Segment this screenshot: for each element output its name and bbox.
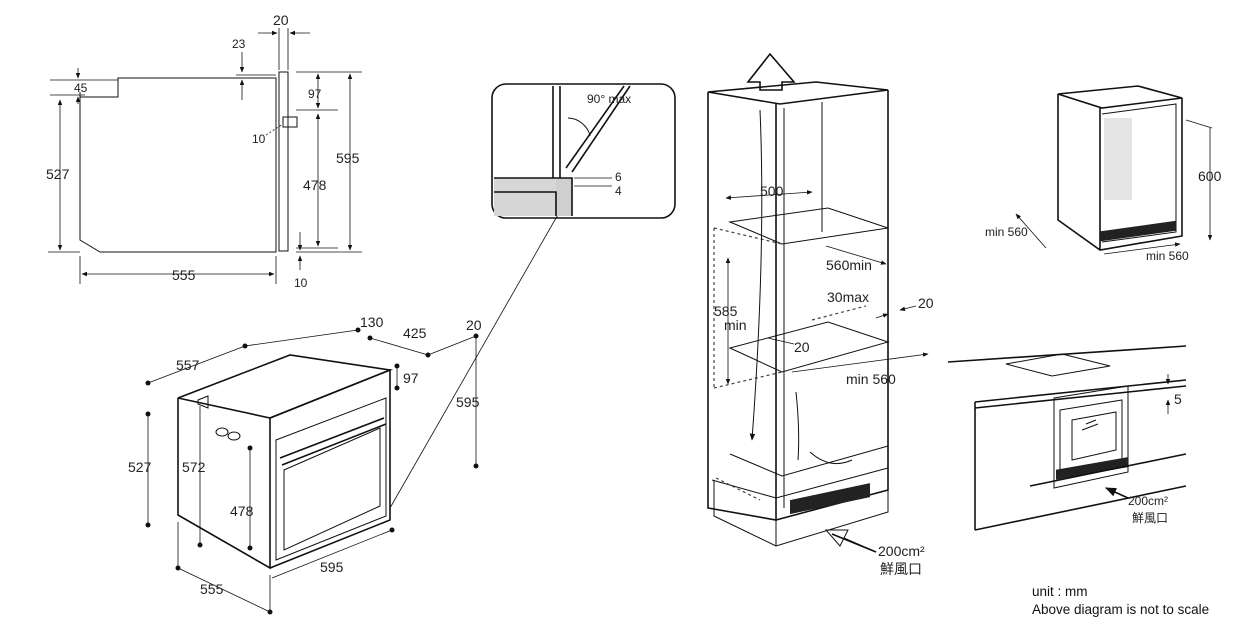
oven-side-outline bbox=[79, 77, 277, 253]
dim-min560-a: min 560 bbox=[985, 225, 1028, 239]
base-cabinet: 600 min 560 min 560 bbox=[985, 85, 1222, 263]
oven-window bbox=[283, 427, 381, 551]
hob-top bbox=[1005, 353, 1111, 377]
dim-500: 500 bbox=[760, 183, 784, 199]
dim-585: 585 bbox=[714, 303, 738, 319]
dim-478-side: 478 bbox=[303, 177, 327, 193]
dim-30max: 30max bbox=[827, 289, 869, 305]
detail-dim-4: 4 bbox=[615, 184, 622, 198]
dim-595-side: 595 bbox=[336, 150, 360, 166]
vent-slot-base bbox=[1100, 220, 1176, 242]
dim-585-min: min bbox=[724, 317, 747, 333]
dim-20-top: 20 bbox=[273, 12, 289, 28]
vent-slot-hob bbox=[1056, 457, 1128, 480]
dim-min560-b: min 560 bbox=[1146, 249, 1189, 263]
dim-97-side: 97 bbox=[308, 87, 322, 101]
dim-527-side: 527 bbox=[46, 166, 70, 182]
dim-555-side: 555 bbox=[172, 267, 196, 283]
footnote: unit : mm Above diagram is not to scale bbox=[1032, 583, 1209, 619]
cabinet-left bbox=[707, 92, 777, 521]
dim-20-bottom: 20 bbox=[794, 339, 810, 355]
door-handle-profile bbox=[282, 116, 298, 128]
dim-20-iso: 20 bbox=[466, 317, 482, 333]
dim-23: 23 bbox=[232, 37, 246, 51]
dim-600: 600 bbox=[1198, 168, 1222, 184]
detail-frame bbox=[491, 83, 676, 219]
side-view: 20 23 45 527 97 10 478 595 5 bbox=[46, 12, 362, 290]
dim-130: 130 bbox=[360, 314, 384, 330]
air-out-arrow bbox=[746, 52, 796, 91]
door-handle[interactable] bbox=[279, 417, 387, 466]
dim-97-iso: 97 bbox=[403, 370, 419, 386]
door-detail-callout: 90° max 6 4 bbox=[491, 83, 676, 219]
dim-527-iso: 527 bbox=[128, 459, 152, 475]
knob-right[interactable] bbox=[227, 431, 241, 441]
oven-body-side bbox=[177, 397, 271, 570]
dim-595-iso-height: 595 bbox=[456, 394, 480, 410]
vent-arrow-hob bbox=[1104, 487, 1129, 499]
dim-478-iso: 478 bbox=[230, 503, 254, 519]
dim-595-iso-width: 595 bbox=[320, 559, 344, 575]
dim-572: 572 bbox=[182, 459, 206, 475]
dim-45: 45 bbox=[74, 81, 88, 95]
detail-dim-6: 6 bbox=[615, 170, 622, 184]
oven-door bbox=[275, 397, 387, 561]
vent-slot-cabinet bbox=[790, 483, 870, 515]
isometric-oven: 557 130 425 20 97 595 527 572 478 bbox=[128, 211, 561, 615]
vent-area-cabinet: 200cm² bbox=[878, 543, 925, 559]
oven-front-panel bbox=[278, 71, 289, 252]
oven-front-face bbox=[269, 368, 391, 569]
cabinet-top bbox=[707, 81, 889, 105]
vent-label-cabinet: 鮮風口 bbox=[880, 561, 922, 577]
knob-left[interactable] bbox=[215, 427, 229, 437]
dim-557: 557 bbox=[176, 357, 200, 373]
hob-install: 5 200cm² 鮮風口 bbox=[947, 345, 1187, 531]
vent-label-hob: 鮮風口 bbox=[1132, 511, 1168, 525]
cabinet-right bbox=[775, 90, 889, 521]
dim-10-bottom: 10 bbox=[294, 276, 308, 290]
dim-5: 5 bbox=[1174, 391, 1182, 407]
tall-cabinet: 500 560min 30max 20 585 min 20 min 560 2… bbox=[707, 52, 934, 577]
dim-20-right: 20 bbox=[918, 295, 934, 311]
dim-560min: 560min bbox=[826, 257, 872, 273]
scale-note: Above diagram is not to scale bbox=[1032, 602, 1210, 617]
dim-min560-tall: min 560 bbox=[846, 371, 896, 387]
unit-note: unit : mm bbox=[1032, 584, 1088, 599]
dim-555-iso: 555 bbox=[200, 581, 224, 597]
vent-area-hob: 200cm² bbox=[1128, 494, 1168, 508]
dim-425: 425 bbox=[403, 325, 427, 341]
detail-angle-label: 90° max bbox=[587, 92, 631, 106]
dim-10-leader: 10 bbox=[252, 132, 266, 146]
